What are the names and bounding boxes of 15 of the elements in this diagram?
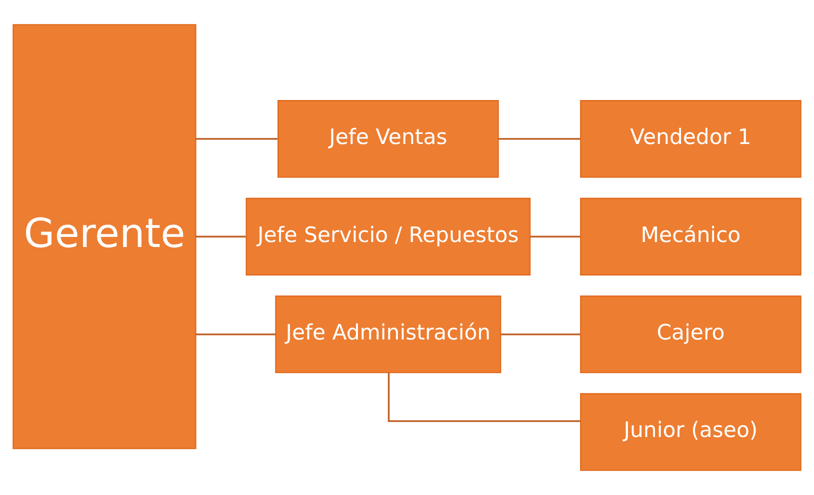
- connector: [500, 333, 580, 336]
- connector: [196, 236, 246, 238]
- node-box: Jefe Ventas: [278, 100, 499, 178]
- node-box: Vendedor 1: [580, 100, 802, 178]
- connector: [196, 138, 278, 140]
- connector: [530, 236, 580, 238]
- connector: [388, 372, 580, 422]
- node-box: Junior (aseo): [580, 393, 802, 471]
- node-box: Jefe Administración: [275, 295, 502, 374]
- connector: [498, 138, 580, 140]
- connector: [196, 333, 276, 336]
- node-box: Cajero: [580, 295, 802, 374]
- node-box: Mecánico: [580, 198, 802, 276]
- node-box: Gerente: [12, 24, 196, 450]
- node-box: Jefe Servicio / Repuestos: [246, 198, 531, 276]
